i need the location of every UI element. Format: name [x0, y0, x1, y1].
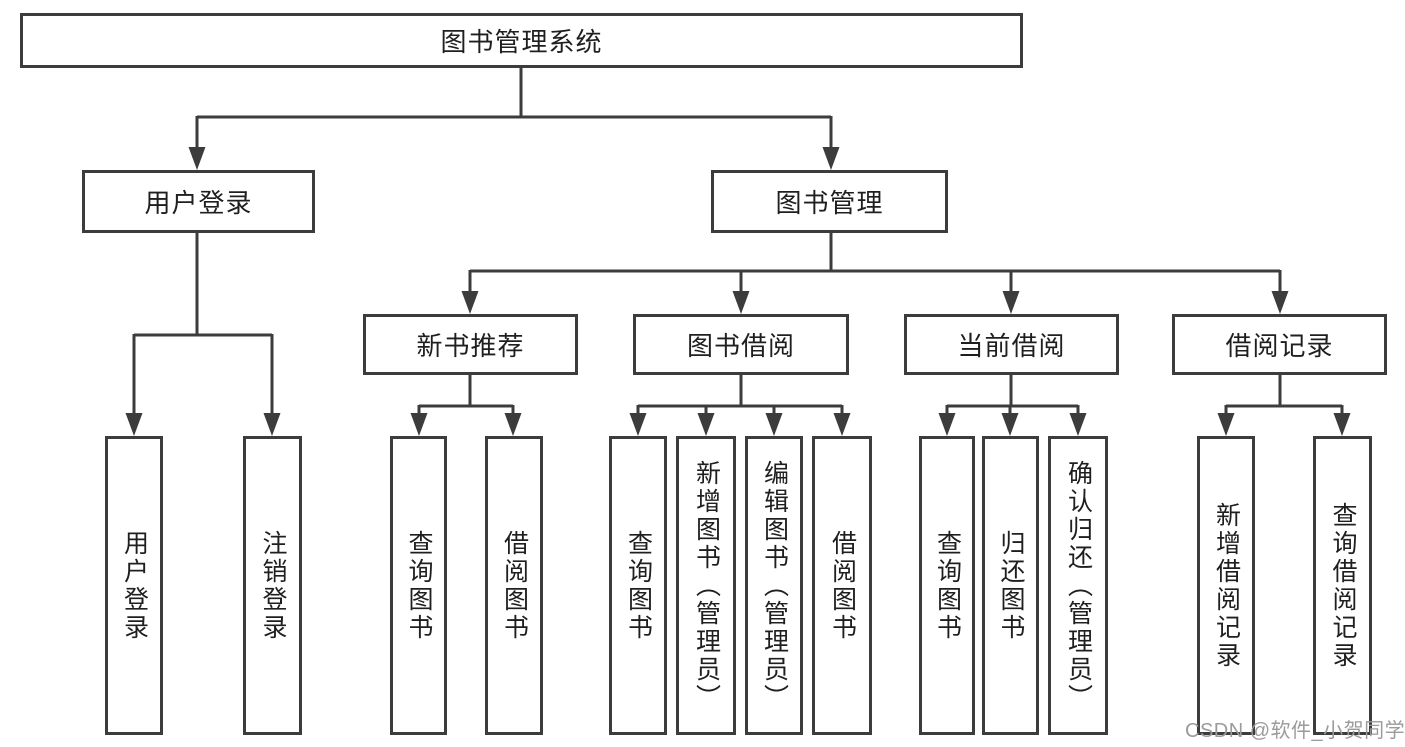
leaf-return-book: 归还图书 [982, 436, 1039, 735]
leaf-edit-book-admin-label: 编辑图书（管理员） [760, 459, 789, 712]
leaf-query-book-newrec-label: 查询图书 [405, 529, 433, 642]
edge-currentborrow-to-leaves [945, 375, 1080, 414]
node-book-borrow-label: 图书借阅 [686, 331, 795, 361]
node-new-book-recommend-label: 新书推荐 [416, 331, 525, 361]
node-root-label: 图书管理系统 [440, 27, 603, 57]
edge-bookborrow-to-leaves [636, 375, 844, 414]
leaf-borrow-book: 借阅图书 [812, 436, 872, 735]
leaf-query-book-newrec: 查询图书 [390, 436, 447, 735]
leaf-query-borrow-record-label: 查询借阅记录 [1329, 501, 1357, 670]
node-borrow-records-label: 借阅记录 [1225, 331, 1334, 361]
edge-newbookrec-to-leaves [417, 375, 515, 414]
node-book-management: 图书管理 [711, 170, 948, 233]
node-book-borrow: 图书借阅 [633, 314, 849, 375]
edge-borrowrecords-to-leaves [1224, 375, 1344, 414]
leaf-borrow-book-label: 借阅图书 [828, 529, 857, 642]
node-current-borrow-label: 当前借阅 [957, 331, 1066, 361]
leaf-add-book-admin-label: 新增图书（管理员） [692, 459, 721, 712]
leaf-logout: 注销登录 [243, 436, 302, 735]
arrowheads [125, 147, 1351, 436]
node-user-login: 用户登录 [82, 170, 315, 233]
leaf-user-login-label: 用户登录 [120, 529, 149, 642]
edge-userlogin-to-leaves [132, 233, 274, 414]
edge-bookmgmt-to-level3 [468, 233, 1282, 294]
leaf-query-borrow-record: 查询借阅记录 [1313, 436, 1372, 735]
node-new-book-recommend: 新书推荐 [363, 314, 578, 375]
edge-root-to-level2 [195, 68, 833, 150]
leaf-logout-label: 注销登录 [259, 529, 287, 642]
leaf-borrow-book-newrec-label: 借阅图书 [500, 529, 529, 642]
leaf-query-book-borrow-label: 查询图书 [624, 529, 653, 642]
node-borrow-records: 借阅记录 [1172, 314, 1387, 375]
leaf-add-borrow-record: 新增借阅记录 [1197, 436, 1255, 735]
node-root: 图书管理系统 [20, 13, 1023, 68]
leaf-confirm-return-admin: 确认归还（管理员） [1048, 436, 1108, 735]
leaf-query-book-current-label: 查询图书 [933, 529, 962, 642]
node-user-login-label: 用户登录 [144, 188, 253, 218]
leaf-return-book-label: 归还图书 [997, 529, 1025, 642]
node-book-management-label: 图书管理 [775, 188, 884, 218]
leaf-edit-book-admin: 编辑图书（管理员） [745, 436, 803, 735]
leaf-user-login: 用户登录 [105, 436, 163, 735]
leaf-add-borrow-record-label: 新增借阅记录 [1212, 501, 1241, 670]
leaf-query-book-current: 查询图书 [919, 436, 975, 735]
leaf-query-book-borrow: 查询图书 [609, 436, 667, 735]
leaf-confirm-return-admin-label: 确认归还（管理员） [1064, 459, 1093, 712]
node-current-borrow: 当前借阅 [904, 314, 1119, 375]
leaf-borrow-book-newrec: 借阅图书 [485, 436, 543, 735]
leaf-add-book-admin: 新增图书（管理员） [676, 436, 736, 735]
csdn-watermark: CSDN @软件_小贺同学 [1185, 720, 1405, 742]
